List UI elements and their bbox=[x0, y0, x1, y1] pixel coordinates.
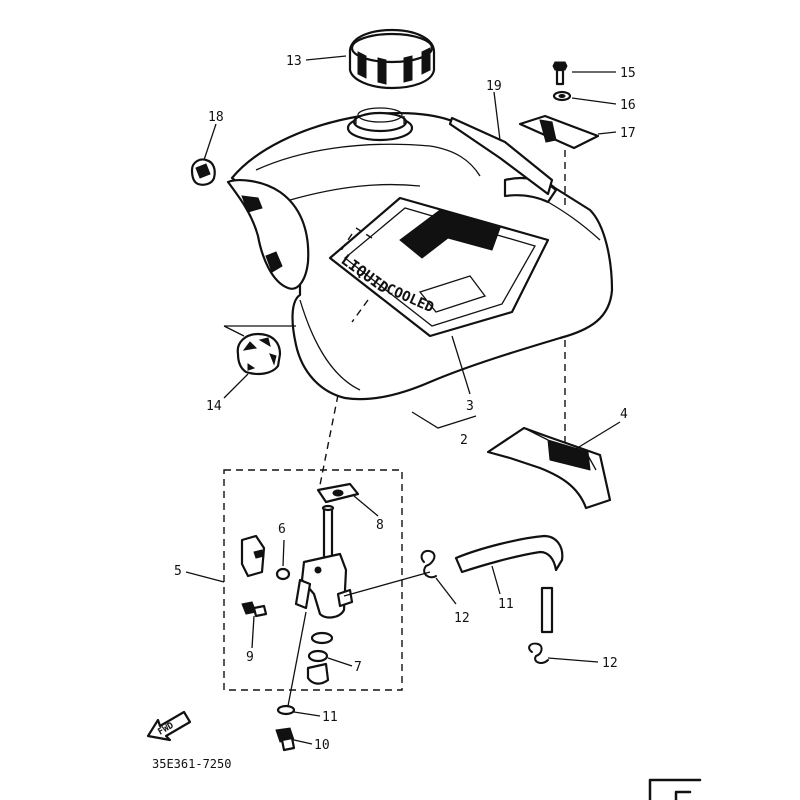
bolt-washer bbox=[552, 90, 572, 102]
callout-19: 19 bbox=[486, 79, 502, 94]
tank-seal-strip bbox=[448, 116, 554, 196]
fuel-cock-filter-parts bbox=[306, 631, 334, 685]
callout-4: 5 bbox=[174, 564, 182, 579]
callout-3: 4 bbox=[620, 407, 628, 422]
callout-6: 7 bbox=[354, 660, 362, 675]
fuel-cock-guide bbox=[319, 394, 339, 486]
forward-direction-arrow: FWD bbox=[146, 710, 192, 742]
fuel-hose bbox=[454, 534, 564, 634]
tank-knob bbox=[236, 332, 282, 376]
fuel-tank: LIQUID COOLED bbox=[226, 107, 614, 401]
callout-9: 10 bbox=[314, 738, 330, 753]
fuel-cock-screw bbox=[241, 601, 268, 618]
callout-8: 9 bbox=[246, 650, 254, 665]
fuel-cock-lever bbox=[240, 534, 266, 578]
page-corner-frame bbox=[648, 778, 702, 800]
fuel-cock bbox=[294, 504, 354, 619]
callout-7: 8 bbox=[376, 518, 384, 533]
callout-5: 6 bbox=[278, 522, 286, 537]
callout-2: 3 bbox=[466, 399, 474, 414]
callout-15: 15 bbox=[620, 66, 636, 81]
callout-12-lower: 12 bbox=[602, 656, 618, 671]
mount-bolt bbox=[552, 61, 568, 86]
callout-12-upper: 12 bbox=[454, 611, 470, 626]
callout-16: 16 bbox=[620, 98, 636, 113]
grommet bbox=[190, 158, 216, 186]
lever-washer bbox=[275, 567, 291, 581]
drain-washer bbox=[276, 704, 296, 716]
callout-14: 14 bbox=[206, 399, 222, 414]
callout-10: 11 bbox=[322, 710, 338, 725]
callout-11: 11 bbox=[498, 597, 514, 612]
drain-bolt bbox=[275, 727, 296, 752]
callout-18: 18 bbox=[208, 110, 224, 125]
fuel-cock-gasket bbox=[316, 482, 360, 504]
callout-1: 2 bbox=[460, 433, 468, 448]
hose-clip-upper bbox=[420, 550, 437, 579]
callout-17: 17 bbox=[620, 126, 636, 141]
drawing-number: 35E361-7250 bbox=[152, 757, 231, 771]
tank-band bbox=[518, 114, 600, 150]
rear-mount-bracket bbox=[486, 426, 612, 510]
callout-13: 13 bbox=[286, 54, 302, 69]
tank-mount-outline bbox=[339, 227, 373, 323]
hose-clip-lower bbox=[528, 642, 549, 664]
fuel-cap bbox=[348, 28, 436, 90]
